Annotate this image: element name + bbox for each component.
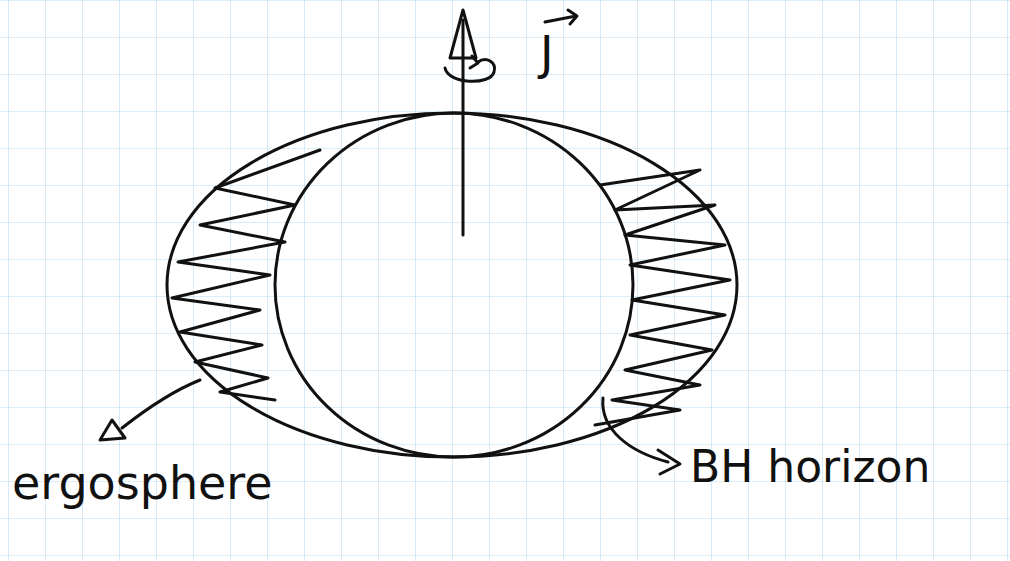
leader-arrowhead bbox=[658, 450, 680, 474]
rotation-curl-head bbox=[470, 56, 478, 68]
region-label: ergosphere bbox=[12, 460, 273, 506]
rotation-curl bbox=[445, 60, 495, 82]
vector-label: J bbox=[540, 30, 554, 76]
ergosphere-boundary bbox=[167, 113, 737, 457]
leader-line bbox=[122, 380, 200, 428]
rotation-axis bbox=[462, 20, 465, 235]
ergosphere-hatching bbox=[172, 150, 320, 400]
region-label: BH horizon bbox=[690, 445, 930, 489]
ergosphere-hatching bbox=[595, 170, 730, 425]
leader-arrowhead bbox=[100, 420, 125, 440]
vector-arrow bbox=[545, 10, 577, 24]
leader-line bbox=[603, 398, 668, 462]
horizon-circle bbox=[275, 113, 633, 457]
axis-arrowhead bbox=[450, 10, 476, 58]
